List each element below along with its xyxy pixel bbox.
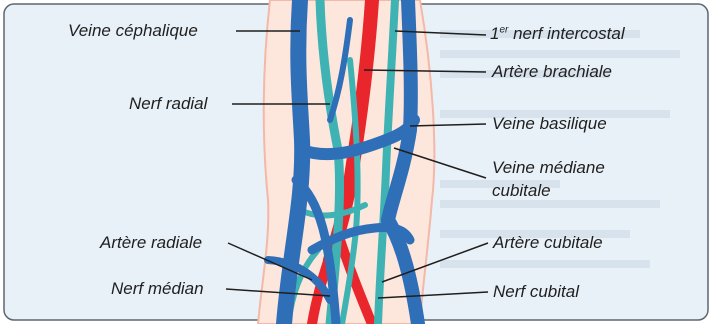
- label-artere-radiale: Artère radiale: [100, 233, 202, 253]
- label-nerf-radial: Nerf radial: [129, 94, 207, 114]
- label-nerf-median: Nerf médian: [111, 279, 204, 299]
- label-veine-mediane-line2: cubitale: [492, 181, 551, 201]
- label-nerf-intercostal: 1er nerf intercostal: [490, 24, 625, 44]
- label-artere-cubitale: Artère cubitale: [493, 233, 603, 253]
- label-veine-basilique: Veine basilique: [492, 114, 607, 134]
- label-veine-cephalique: Veine céphalique: [68, 21, 198, 41]
- label-nerf-cubital: Nerf cubital: [493, 282, 579, 302]
- label-veine-mediane-line1: Veine médiane: [492, 158, 605, 178]
- label-artere-brachiale: Artère brachiale: [492, 62, 612, 82]
- label-nerf-intercostal-rest: nerf intercostal: [508, 24, 624, 43]
